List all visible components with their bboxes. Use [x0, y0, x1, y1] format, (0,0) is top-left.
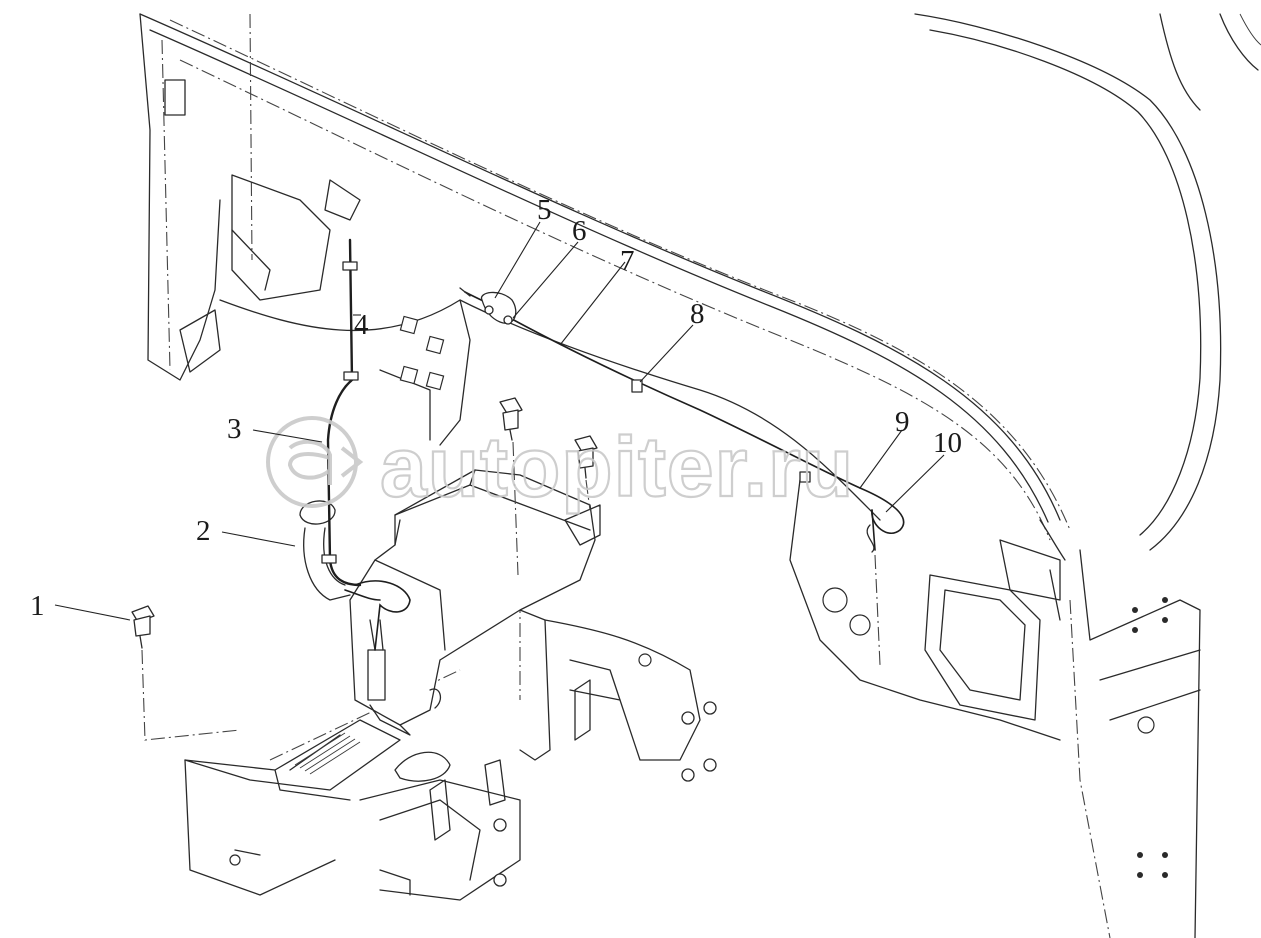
washer-reservoir	[299, 469, 601, 736]
callout-3: 3	[227, 413, 242, 445]
bolts	[131, 397, 881, 741]
callout-8: 8	[690, 298, 705, 330]
cab-front-panel	[139, 13, 1261, 938]
washer-hoses	[321, 238, 905, 651]
callout-6: 6	[572, 215, 587, 247]
callout-10: 10	[933, 427, 962, 459]
callout-leaders	[54, 221, 945, 621]
callout-4: 4	[354, 309, 369, 341]
callout-labels: 1 2 3 4 5 6 7 8 9 10	[30, 194, 962, 622]
watermark-text: autopiter.ru	[380, 420, 854, 514]
lower-frame	[184, 575, 717, 901]
callout-9: 9	[895, 406, 910, 438]
watermark: autopiter.ru	[266, 416, 854, 515]
callout-5: 5	[537, 194, 552, 226]
callout-7: 7	[620, 245, 635, 277]
at-arrow-logo	[266, 416, 364, 508]
stud-nuts	[493, 701, 717, 887]
callout-2: 2	[196, 515, 211, 547]
callout-1: 1	[30, 590, 45, 622]
